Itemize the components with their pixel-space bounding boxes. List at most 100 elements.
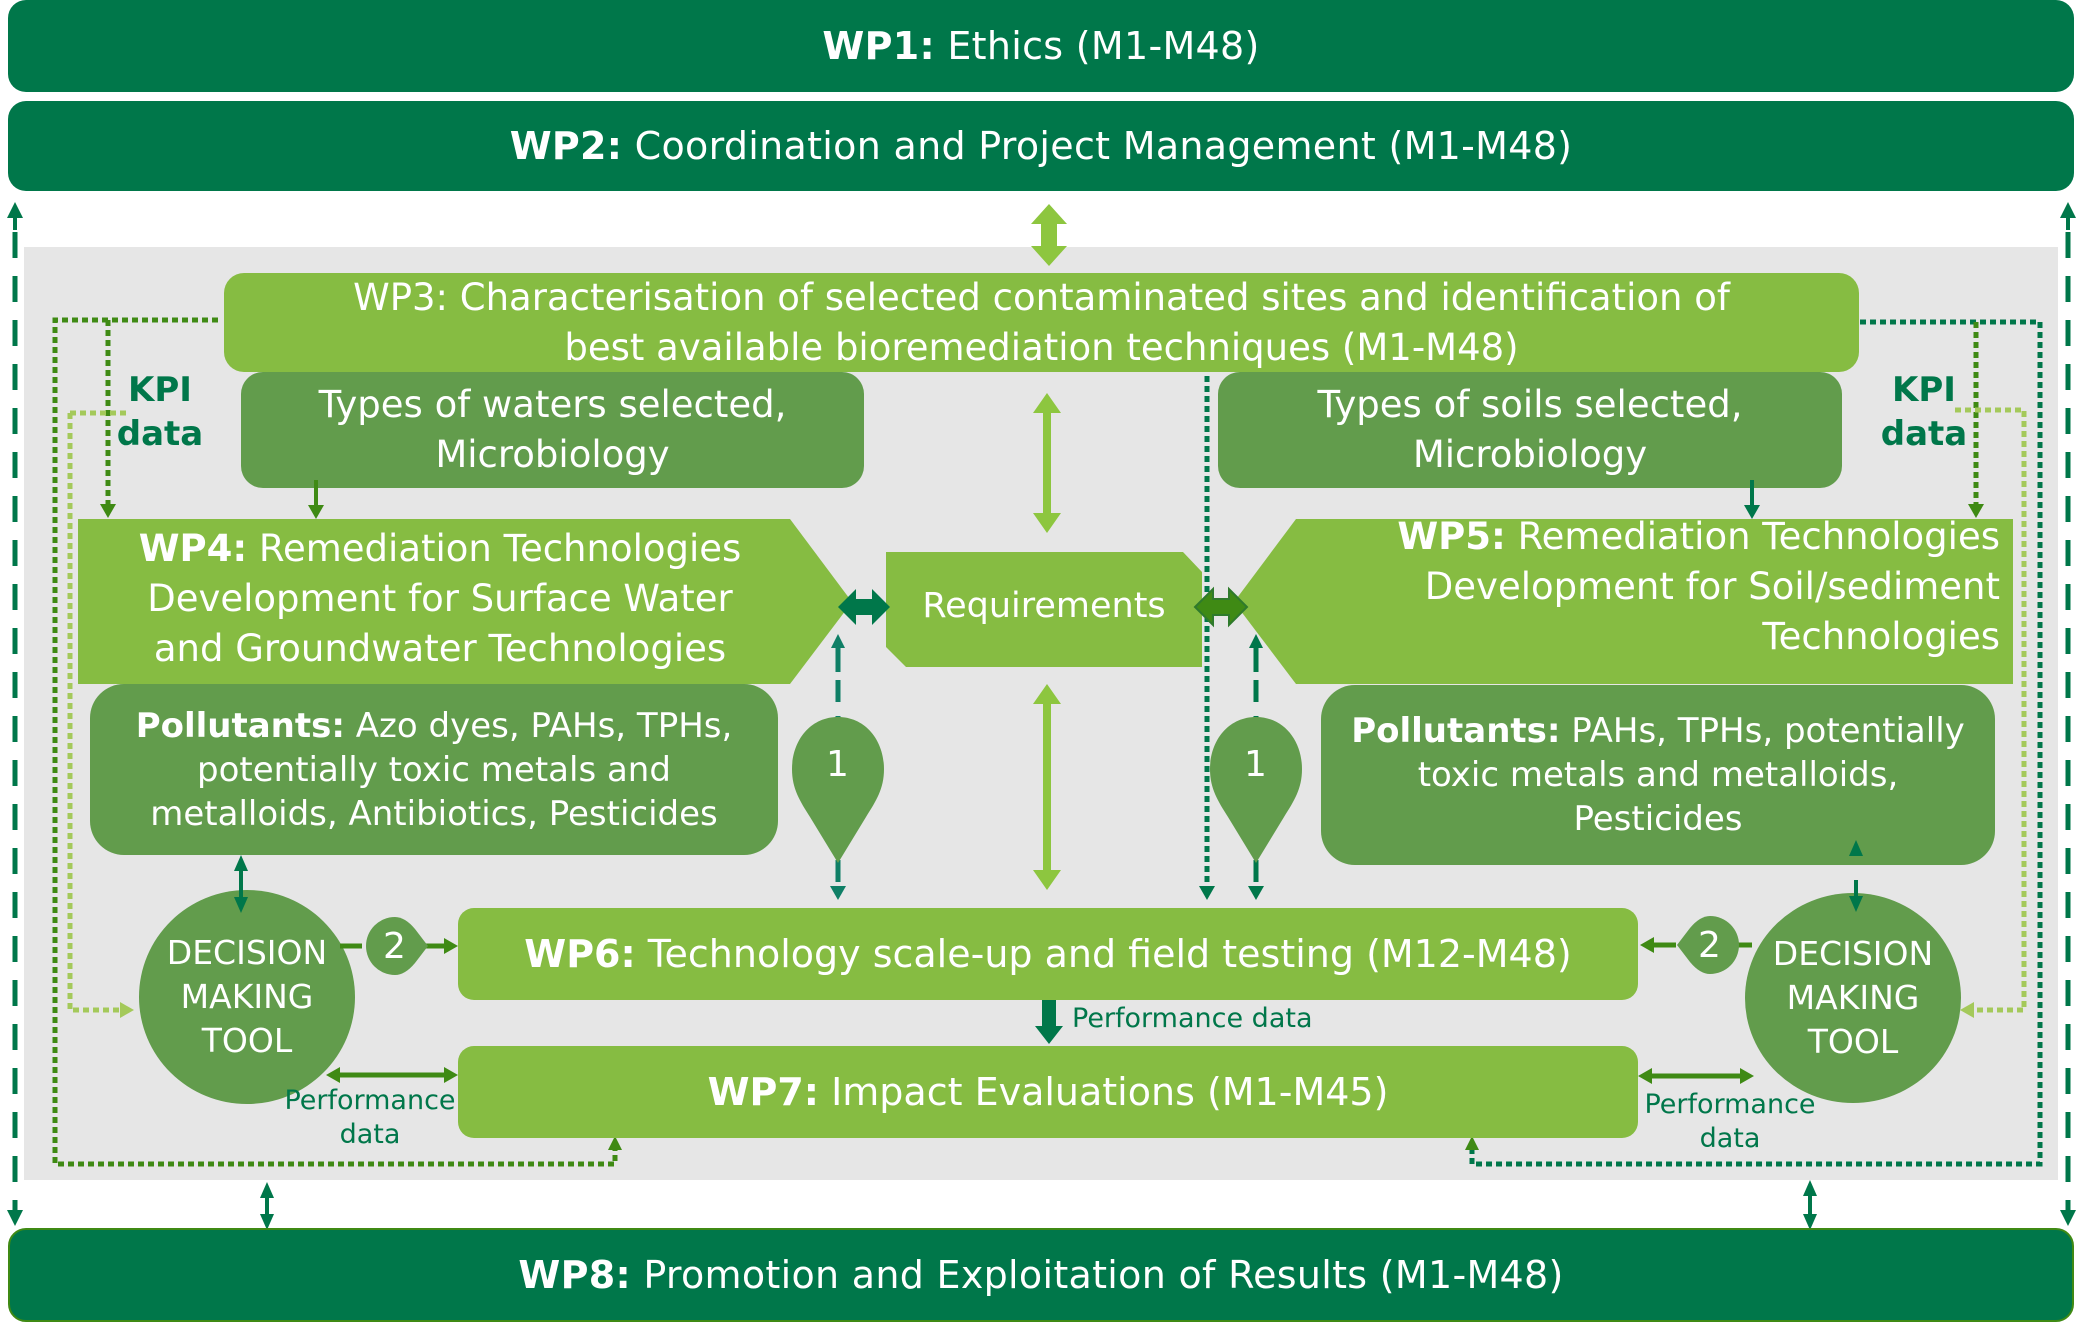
wp5-shape	[1234, 519, 2013, 684]
wp3-line2: best available bioremediation techniques…	[564, 325, 1519, 369]
wp3-wp6-dotted	[1199, 376, 1215, 900]
wp5-wp6-dashed	[1248, 634, 1264, 900]
performance-left-line1: Performance	[284, 1085, 456, 1116]
kpi-right-line1: KPI	[1892, 370, 1956, 410]
wp1-title: Ethics (M1-M48)	[934, 24, 1260, 68]
performance-right-label: Performance data	[1630, 1088, 1830, 1156]
marker-1-left-label: 1	[826, 744, 849, 785]
pollutants-left-box: Pollutants: Azo dyes, PAHs, TPHs, potent…	[90, 684, 778, 855]
performance-left-label: Performance data	[270, 1084, 470, 1152]
requirements-wp6-arrow	[1033, 684, 1061, 890]
wp2-wp3-arrow	[1031, 204, 1067, 266]
marker-1-right: 1	[1210, 717, 1302, 863]
pollutants-left-line2: potentially toxic metals and	[197, 749, 671, 790]
pollutants-right-line3: Pesticides	[1573, 799, 1743, 839]
dmt-left-line3: TOOL	[201, 1021, 293, 1060]
wp6-title: Technology scale-up and field testing (M…	[635, 932, 1572, 976]
marker-1-left: 1	[792, 717, 884, 863]
wp6-code: WP6:	[524, 932, 636, 976]
wp2-bar: WP2: Coordination and Project Management…	[8, 101, 2074, 191]
outer-dashed-left	[7, 202, 23, 1226]
requirements-wp5-arrow	[1193, 586, 1249, 628]
pollutants-right-line1: PAHs, TPHs, potentially	[1560, 711, 1965, 751]
wp2-code: WP2:	[509, 124, 623, 168]
wp4-shape	[78, 519, 852, 684]
wp4-requirements-arrow	[838, 589, 890, 625]
dmt-right-line2: MAKING	[1786, 978, 1920, 1017]
waters-line2: Microbiology	[435, 433, 670, 476]
kpi-right-lines	[1465, 319, 2043, 1167]
marker-1-right-label: 1	[1244, 744, 1267, 785]
wp5-line1: Remediation Technologies	[1505, 515, 2000, 558]
panel-wp8-arrow-left	[260, 1182, 274, 1230]
decision-tool-right: DECISION MAKING TOOL	[1745, 893, 1961, 1103]
wp6-wp7-arrow	[1035, 1000, 1063, 1044]
wp7-box: WP7: Impact Evaluations (M1-M45)	[458, 1046, 1638, 1138]
dmt-right-line1: DECISION	[1772, 934, 1934, 973]
wp4-line3: and Groundwater Technologies	[153, 627, 727, 670]
kpi-left-line2: data	[116, 414, 204, 454]
wp4-text: WP4: Remediation Technologies Developmen…	[90, 524, 790, 674]
waters-box: Types of waters selected, Microbiology	[241, 372, 864, 488]
wp4-wp6-dashed	[830, 634, 846, 900]
waters-wp4-arrow	[308, 480, 324, 519]
wp2-title: Coordination and Project Management (M1-…	[622, 124, 1573, 168]
performance-center-label: Performance data	[1072, 1003, 1313, 1034]
wp5-line3: Technologies	[1762, 615, 2000, 658]
wp8-code: WP8:	[518, 1253, 631, 1297]
wp5-text: WP5: Remediation Technologies Developmen…	[1300, 512, 2000, 662]
wp1-bar: WP1: Ethics (M1-M48)	[8, 0, 2074, 92]
wp4-line1: Remediation Technologies	[247, 527, 742, 570]
waters-line1: Types of waters selected,	[318, 383, 787, 426]
dmt-left-line2: MAKING	[180, 977, 314, 1016]
wp1-code: WP1:	[822, 24, 935, 68]
performance-right-line1: Performance	[1644, 1089, 1816, 1120]
decision-tool-left: DECISION MAKING TOOL	[139, 890, 355, 1104]
pollutants-dmt-left-arrow	[234, 855, 248, 913]
marker-2-left-label: 2	[383, 926, 406, 967]
pollutants-left-line3: metalloids, Antibiotics, Pesticides	[150, 793, 718, 834]
marker-2-left: 2	[366, 917, 428, 975]
wp3-requirements-arrow	[1033, 393, 1061, 533]
pollutants-left-line1: Azo dyes, PAHs, TPHs,	[344, 705, 733, 746]
pollutants-dmt-right-arrow	[1849, 840, 1863, 912]
pollutants-right-box: Pollutants: PAHs, TPHs, potentially toxi…	[1321, 685, 1995, 865]
panel-wp8-arrow-right	[1803, 1180, 1817, 1230]
kpi-right-line2: data	[1880, 414, 1968, 454]
wp8-title: Promotion and Exploitation of Results (M…	[630, 1253, 1564, 1297]
soils-box: Types of soils selected, Microbiology	[1218, 372, 1842, 488]
dmt-left-line1: DECISION	[166, 933, 328, 972]
soils-line1: Types of soils selected,	[1317, 383, 1743, 426]
wp3-line1: WP3: Characterisation of selected contam…	[353, 275, 1730, 319]
wp5-code: WP5:	[1397, 515, 1506, 558]
dmt-right-line3: TOOL	[1807, 1022, 1899, 1061]
wp3-box: WP3: Characterisation of selected contam…	[224, 273, 1859, 372]
requirements-label: Requirements	[922, 586, 1166, 626]
soils-wp5-arrow	[1744, 480, 1760, 519]
wp4-code: WP4:	[138, 527, 248, 570]
wp6-box: WP6: Technology scale-up and field testi…	[458, 908, 1638, 1000]
outer-dashed-right	[2060, 202, 2076, 1226]
pollutants-right-line2: toxic metals and metalloids,	[1417, 755, 1899, 795]
wp4-line2: Development for Surface Water	[147, 577, 733, 620]
kpi-left-label: KPI data	[110, 368, 210, 456]
dmt-right-wp7-arrow	[1638, 1068, 1754, 1084]
soils-line2: Microbiology	[1412, 433, 1648, 476]
kpi-right-label: KPI data	[1874, 368, 1974, 456]
pollutants-right-label: Pollutants:	[1351, 711, 1561, 751]
wp7-code: WP7:	[707, 1070, 819, 1114]
wp7-title: Impact Evaluations (M1-M45)	[818, 1070, 1389, 1114]
marker-2-right-label: 2	[1698, 925, 1721, 966]
performance-left-line2: data	[339, 1119, 401, 1150]
dmt-left-wp7-arrow	[326, 1067, 458, 1083]
performance-right-line2: data	[1699, 1123, 1761, 1154]
marker-2-right: 2	[1677, 916, 1739, 974]
kpi-left-lines	[52, 317, 622, 1167]
wp8-bar: WP8: Promotion and Exploitation of Resul…	[8, 1228, 2074, 1322]
pollutants-left-label: Pollutants:	[135, 705, 345, 746]
requirements-shape	[886, 552, 1202, 667]
kpi-left-line1: KPI	[128, 370, 192, 410]
